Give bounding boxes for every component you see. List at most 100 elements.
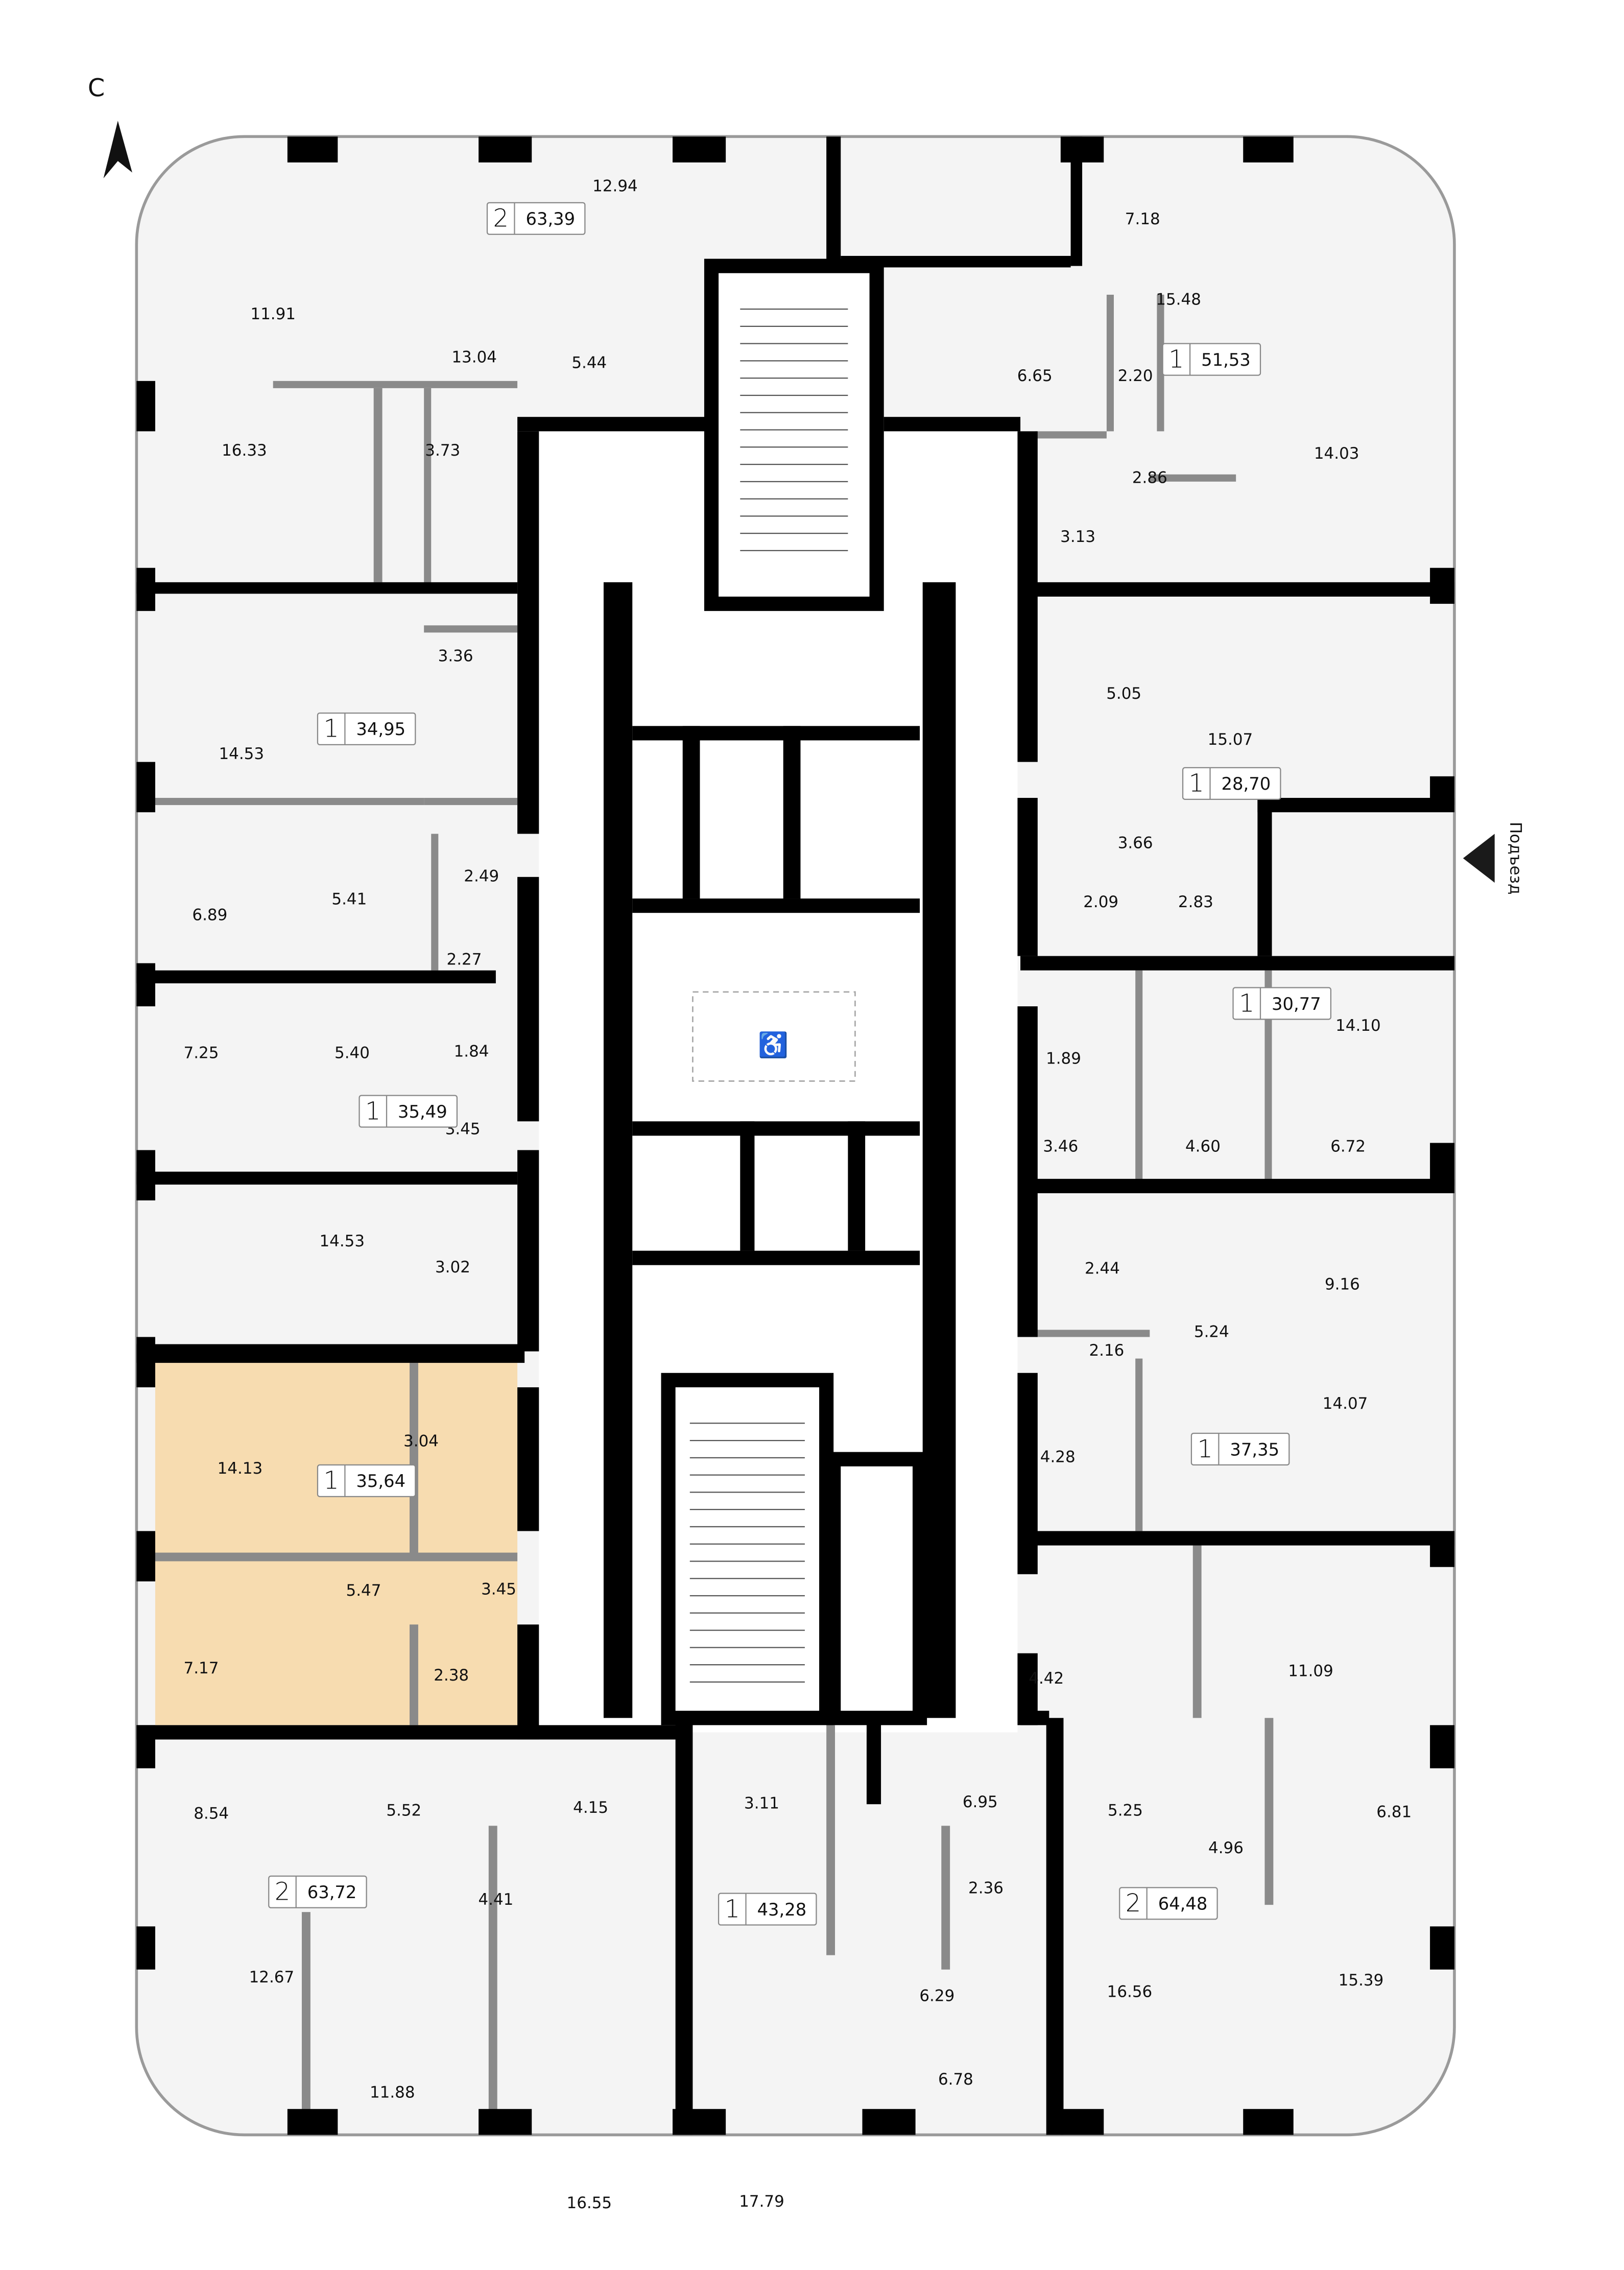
wall xyxy=(136,381,155,432)
wall xyxy=(517,417,719,432)
badge-frame xyxy=(486,202,586,235)
badge-frame xyxy=(1190,1432,1290,1466)
room-area-label: 16.55 xyxy=(567,2194,612,2212)
badge-frame xyxy=(1162,343,1261,376)
wall xyxy=(866,1718,881,1805)
core-wall xyxy=(632,726,920,741)
room-area-label: 1.84 xyxy=(454,1043,489,1061)
wall xyxy=(1243,136,1294,163)
wall xyxy=(136,762,155,813)
room-area-label: 2.44 xyxy=(1085,1260,1120,1278)
badge-frame xyxy=(718,1893,817,1926)
partition xyxy=(941,1826,950,1970)
room-area-label: 4.41 xyxy=(478,1890,513,1909)
room-area-label: 16.56 xyxy=(1107,1982,1153,2001)
north-arrow-icon xyxy=(103,121,132,178)
building-core: ♿ xyxy=(603,258,956,1725)
apartment-rooms: 1 xyxy=(1168,345,1184,373)
room-area-label: 6.95 xyxy=(963,1793,998,1811)
room-area-label: 7.25 xyxy=(184,1044,219,1062)
room-area-label: 6.72 xyxy=(1330,1137,1366,1155)
room-area-label: 5.52 xyxy=(386,1802,421,1820)
room-area-label: 5.24 xyxy=(1194,1322,1229,1341)
room-area-label: 6.89 xyxy=(192,906,227,924)
room-area-label: 15.07 xyxy=(1208,730,1253,749)
room-area-label: 15.48 xyxy=(1156,291,1201,309)
wall xyxy=(479,136,532,163)
room-area-label: 2.09 xyxy=(1083,893,1118,911)
badge-frame xyxy=(359,1095,458,1128)
compass: С xyxy=(88,75,132,178)
wall xyxy=(1070,136,1083,266)
room-area-label: 4.15 xyxy=(573,1799,608,1817)
apartment-highlight[interactable] xyxy=(155,1363,518,1725)
wall xyxy=(1020,582,1454,597)
room-area-label: 7.18 xyxy=(1125,210,1160,228)
wall xyxy=(287,136,338,163)
compass-north-label: С xyxy=(88,75,105,103)
partition xyxy=(1150,474,1236,482)
room-area-label: 5.05 xyxy=(1106,684,1141,703)
wall xyxy=(136,1344,525,1363)
room-area-label: 3.46 xyxy=(1043,1137,1078,1155)
partition xyxy=(431,834,439,971)
wall xyxy=(1257,798,1272,956)
room-area-label: 1.89 xyxy=(1046,1050,1081,1068)
room-area-label: 3.04 xyxy=(403,1432,439,1450)
wall xyxy=(1017,1653,1038,1725)
room-area-label: 13.04 xyxy=(451,348,497,366)
partition xyxy=(151,798,424,806)
partition xyxy=(1035,1330,1150,1337)
wall xyxy=(517,431,539,834)
core-wall xyxy=(603,582,633,1718)
room-area-label: 6.81 xyxy=(1376,1803,1412,1822)
wall xyxy=(136,963,155,1007)
partition xyxy=(1135,1358,1143,1531)
badge-frame xyxy=(1119,1887,1218,1920)
room-area-label: 3.66 xyxy=(1118,834,1153,853)
apartment-rooms: 1 xyxy=(1197,1435,1212,1463)
apartment-rooms: 1 xyxy=(365,1097,380,1125)
room-area-label: 15.39 xyxy=(1339,1971,1384,1990)
wall xyxy=(1046,1718,1064,2135)
wall xyxy=(675,1718,693,2135)
apartment-rooms: 2 xyxy=(1126,1889,1141,1918)
partition xyxy=(1192,1545,1202,1718)
room-area-label: 5.25 xyxy=(1108,1802,1143,1820)
room-area-label: 6.29 xyxy=(919,1987,954,2005)
core-wall xyxy=(632,898,920,913)
wall xyxy=(1243,2109,1294,2135)
room-area-label: 14.53 xyxy=(319,1232,365,1250)
room-area-label: 2.27 xyxy=(447,951,482,969)
wall xyxy=(517,1387,539,1531)
room-area-label: 2.49 xyxy=(464,867,499,885)
wall xyxy=(862,2109,916,2135)
wall xyxy=(136,582,518,594)
room-area-label: 2.86 xyxy=(1132,469,1167,487)
room-area-label: 16.33 xyxy=(222,441,267,460)
room-area-label: 4.42 xyxy=(1029,1669,1064,1688)
apartment-rooms: 1 xyxy=(323,715,339,743)
partition xyxy=(1135,970,1143,1186)
stair-core xyxy=(661,1373,834,1725)
room-area-label: 4.28 xyxy=(1040,1448,1076,1466)
wall xyxy=(1020,956,1454,971)
apartment-area: 34,95 xyxy=(356,719,405,739)
room-area-label: 8.54 xyxy=(194,1804,229,1823)
wheelchair-icon: ♿ xyxy=(758,1031,789,1059)
room-area-label: 4.96 xyxy=(1208,1839,1244,1857)
wall xyxy=(841,255,1071,268)
apartment-rooms: 1 xyxy=(323,1467,339,1495)
partition xyxy=(826,1725,835,1955)
